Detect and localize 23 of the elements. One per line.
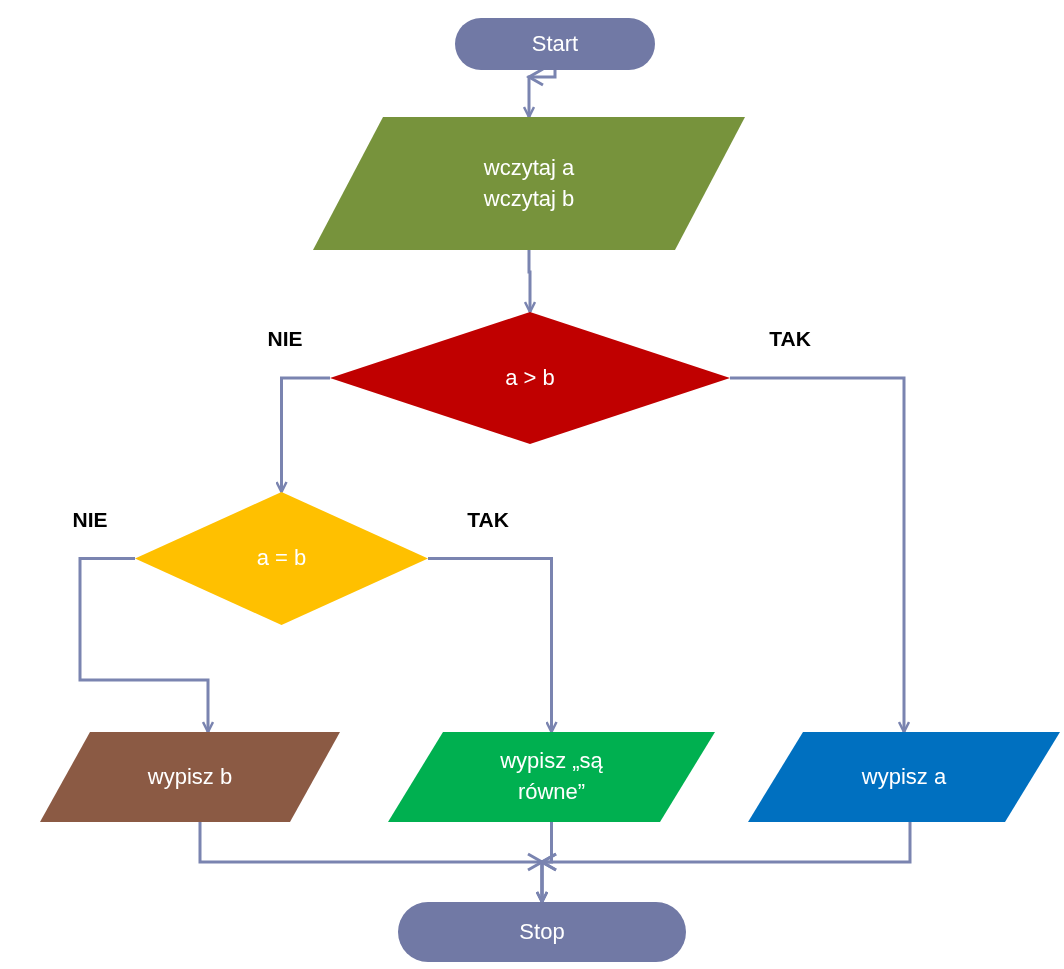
node-label: wypisz „są równe” bbox=[499, 747, 604, 806]
arrow bbox=[523, 250, 537, 314]
arrow bbox=[535, 822, 912, 904]
node-label: a = b bbox=[256, 544, 307, 573]
output-parallelogram bbox=[388, 732, 715, 822]
arrow bbox=[275, 376, 330, 494]
node-label: wypisz a bbox=[861, 762, 947, 791]
arrow bbox=[730, 376, 911, 734]
node-label: wczytaj a bbox=[483, 153, 575, 182]
output-parallelogram bbox=[748, 732, 1060, 822]
stop-terminal bbox=[398, 902, 686, 962]
node-label: Stop bbox=[519, 917, 565, 946]
input-parallelogram bbox=[313, 117, 745, 250]
node-label: wypisz b bbox=[147, 762, 233, 791]
node-label: wczytaj b bbox=[483, 184, 575, 213]
node-label: Start bbox=[531, 29, 579, 58]
arrow bbox=[428, 557, 558, 734]
arrow bbox=[78, 557, 215, 734]
decision-diamond bbox=[135, 492, 428, 625]
start-terminal bbox=[455, 18, 655, 70]
decision-diamond bbox=[330, 312, 730, 444]
node-label: a > b bbox=[505, 363, 555, 392]
output-parallelogram bbox=[40, 732, 340, 822]
